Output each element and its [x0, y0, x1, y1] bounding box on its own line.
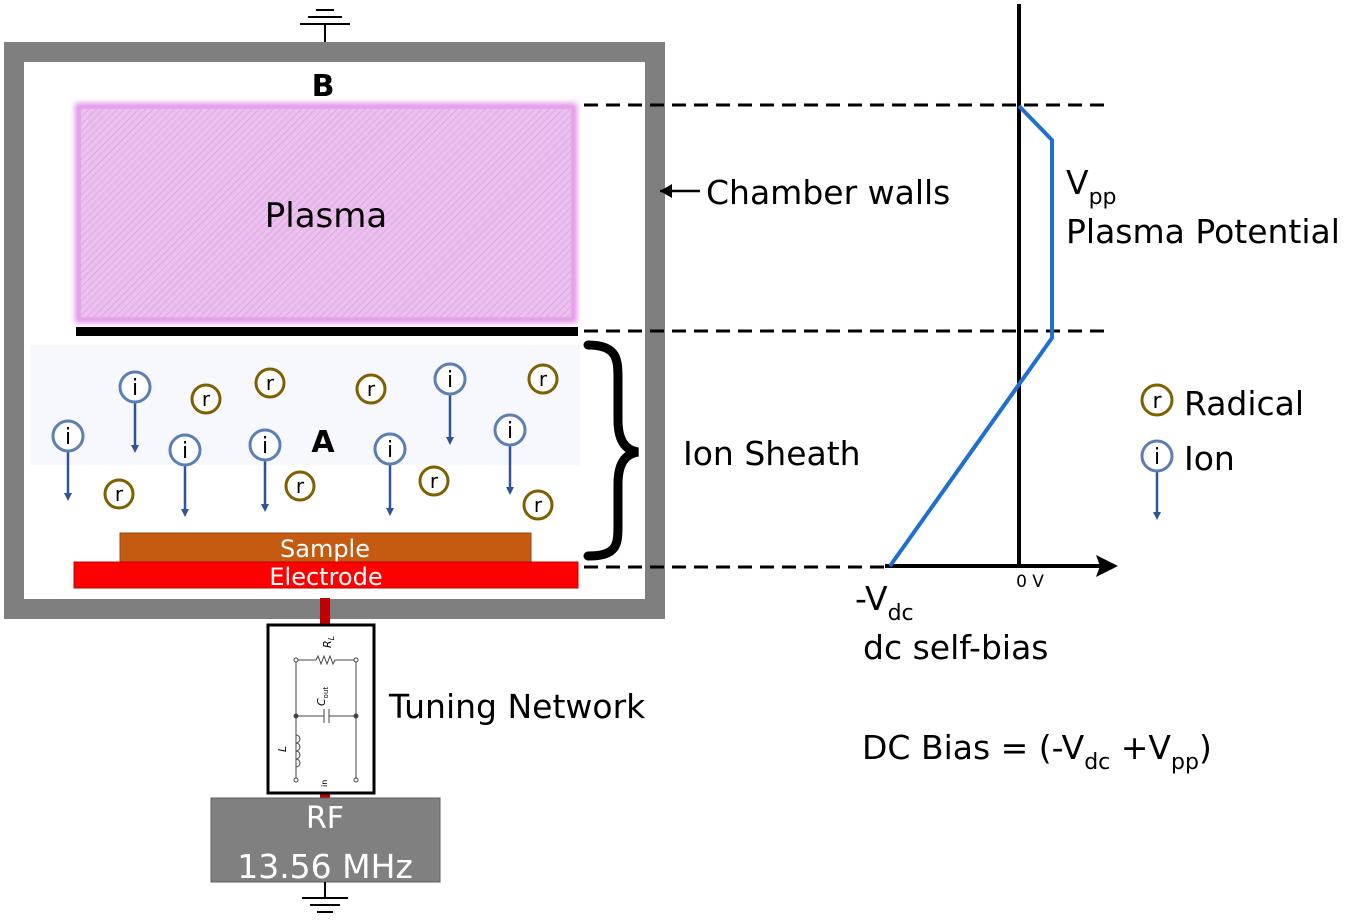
dc-self-bias-label: dc self-bias	[863, 628, 1049, 667]
radical-particle: r	[418, 465, 450, 497]
svg-text:i: i	[507, 419, 513, 444]
svg-text:r: r	[115, 482, 124, 506]
sheath-boundary	[76, 327, 578, 336]
potential-axis-arrowhead	[1096, 555, 1118, 577]
region-a-label: A	[311, 425, 335, 460]
ion-particle: i	[118, 370, 152, 453]
vdc-label: -Vdc	[855, 579, 914, 626]
radical-particle: r	[284, 470, 316, 502]
circuit-inductor-label: L	[276, 746, 289, 752]
sheath-glow	[30, 345, 580, 465]
potential-guide-lines	[584, 103, 1110, 569]
rf-feed-line	[320, 598, 330, 626]
electrode	[73, 561, 579, 589]
svg-text:r: r	[534, 493, 543, 517]
radical-particle: r	[254, 367, 286, 399]
radical-particle: r	[522, 489, 554, 521]
svg-text:i: i	[65, 425, 71, 450]
radical-particle: r	[190, 383, 222, 415]
radical-particle: r	[527, 363, 559, 395]
circuit-resistor-label: RL	[321, 636, 336, 648]
ion-particle: i	[248, 428, 282, 512]
plasma-potential-label: Plasma Potential	[1066, 212, 1340, 251]
tuning-network-label: Tuning Network	[388, 687, 646, 726]
potential-curve	[888, 104, 1054, 568]
radical-particle: r	[355, 373, 387, 405]
ion-sheath-label: Ion Sheath	[683, 434, 861, 473]
ground-symbol-bottom	[302, 882, 348, 913]
radical-particle: r	[103, 478, 135, 510]
svg-text:r: r	[296, 474, 305, 498]
ground-symbol-top	[300, 9, 350, 44]
svg-text:i: i	[182, 439, 188, 464]
tuning-network-box	[266, 623, 376, 795]
rf-generator	[210, 797, 441, 883]
rf-feed-line-lower	[320, 792, 330, 800]
zero-volt-label: 0 V	[1016, 572, 1044, 592]
chamber-walls-arrow	[660, 184, 700, 198]
rf-label: RF	[306, 801, 344, 836]
sample-label: Sample	[280, 535, 370, 563]
svg-text:r: r	[367, 377, 376, 401]
circuit-capacitor-label: Cout	[315, 687, 330, 706]
vpp-label: Vpp	[1066, 163, 1117, 210]
svg-text:r: r	[539, 367, 548, 391]
legend-ion-label: Ion	[1184, 439, 1235, 478]
svg-text:r: r	[266, 371, 275, 395]
region-b-label: B	[312, 69, 335, 104]
ion-particle: i	[168, 433, 202, 517]
svg-text:i: i	[262, 434, 268, 459]
legend-ion-symbol: i	[1140, 439, 1174, 520]
legend-radical-label: Radical	[1184, 384, 1304, 423]
ion-particle: i	[493, 413, 527, 495]
rf-frequency-label: 13.56 MHz	[237, 847, 413, 886]
ion-particles: i i i i i i i	[51, 362, 527, 517]
chamber-walls-label: Chamber walls	[706, 173, 950, 212]
plasma-region	[79, 107, 573, 319]
svg-text:i: i	[1154, 445, 1160, 470]
ion-particle: i	[51, 419, 85, 501]
svg-text:r: r	[1152, 389, 1162, 414]
plasma-label: Plasma	[265, 196, 387, 236]
circuit-input-label: in	[320, 780, 329, 787]
sample-layer	[119, 532, 532, 563]
svg-text:r: r	[202, 387, 211, 411]
legend-radical-symbol: r	[1140, 383, 1174, 417]
radical-particles: r r r r r r r r	[103, 363, 559, 521]
dc-bias-formula: DC Bias = (-Vdc +Vpp)	[862, 728, 1212, 775]
svg-text:i: i	[447, 368, 453, 393]
svg-text:i: i	[132, 376, 138, 401]
ion-sheath-brace	[583, 340, 640, 561]
ion-particle: i	[373, 432, 407, 516]
electrode-label: Electrode	[269, 563, 382, 591]
svg-text:i: i	[387, 438, 393, 463]
ion-particle: i	[433, 362, 467, 445]
legend: r Radical i Ion	[1140, 383, 1304, 520]
tuning-network-circuit	[293, 654, 359, 783]
svg-text:r: r	[430, 469, 439, 493]
